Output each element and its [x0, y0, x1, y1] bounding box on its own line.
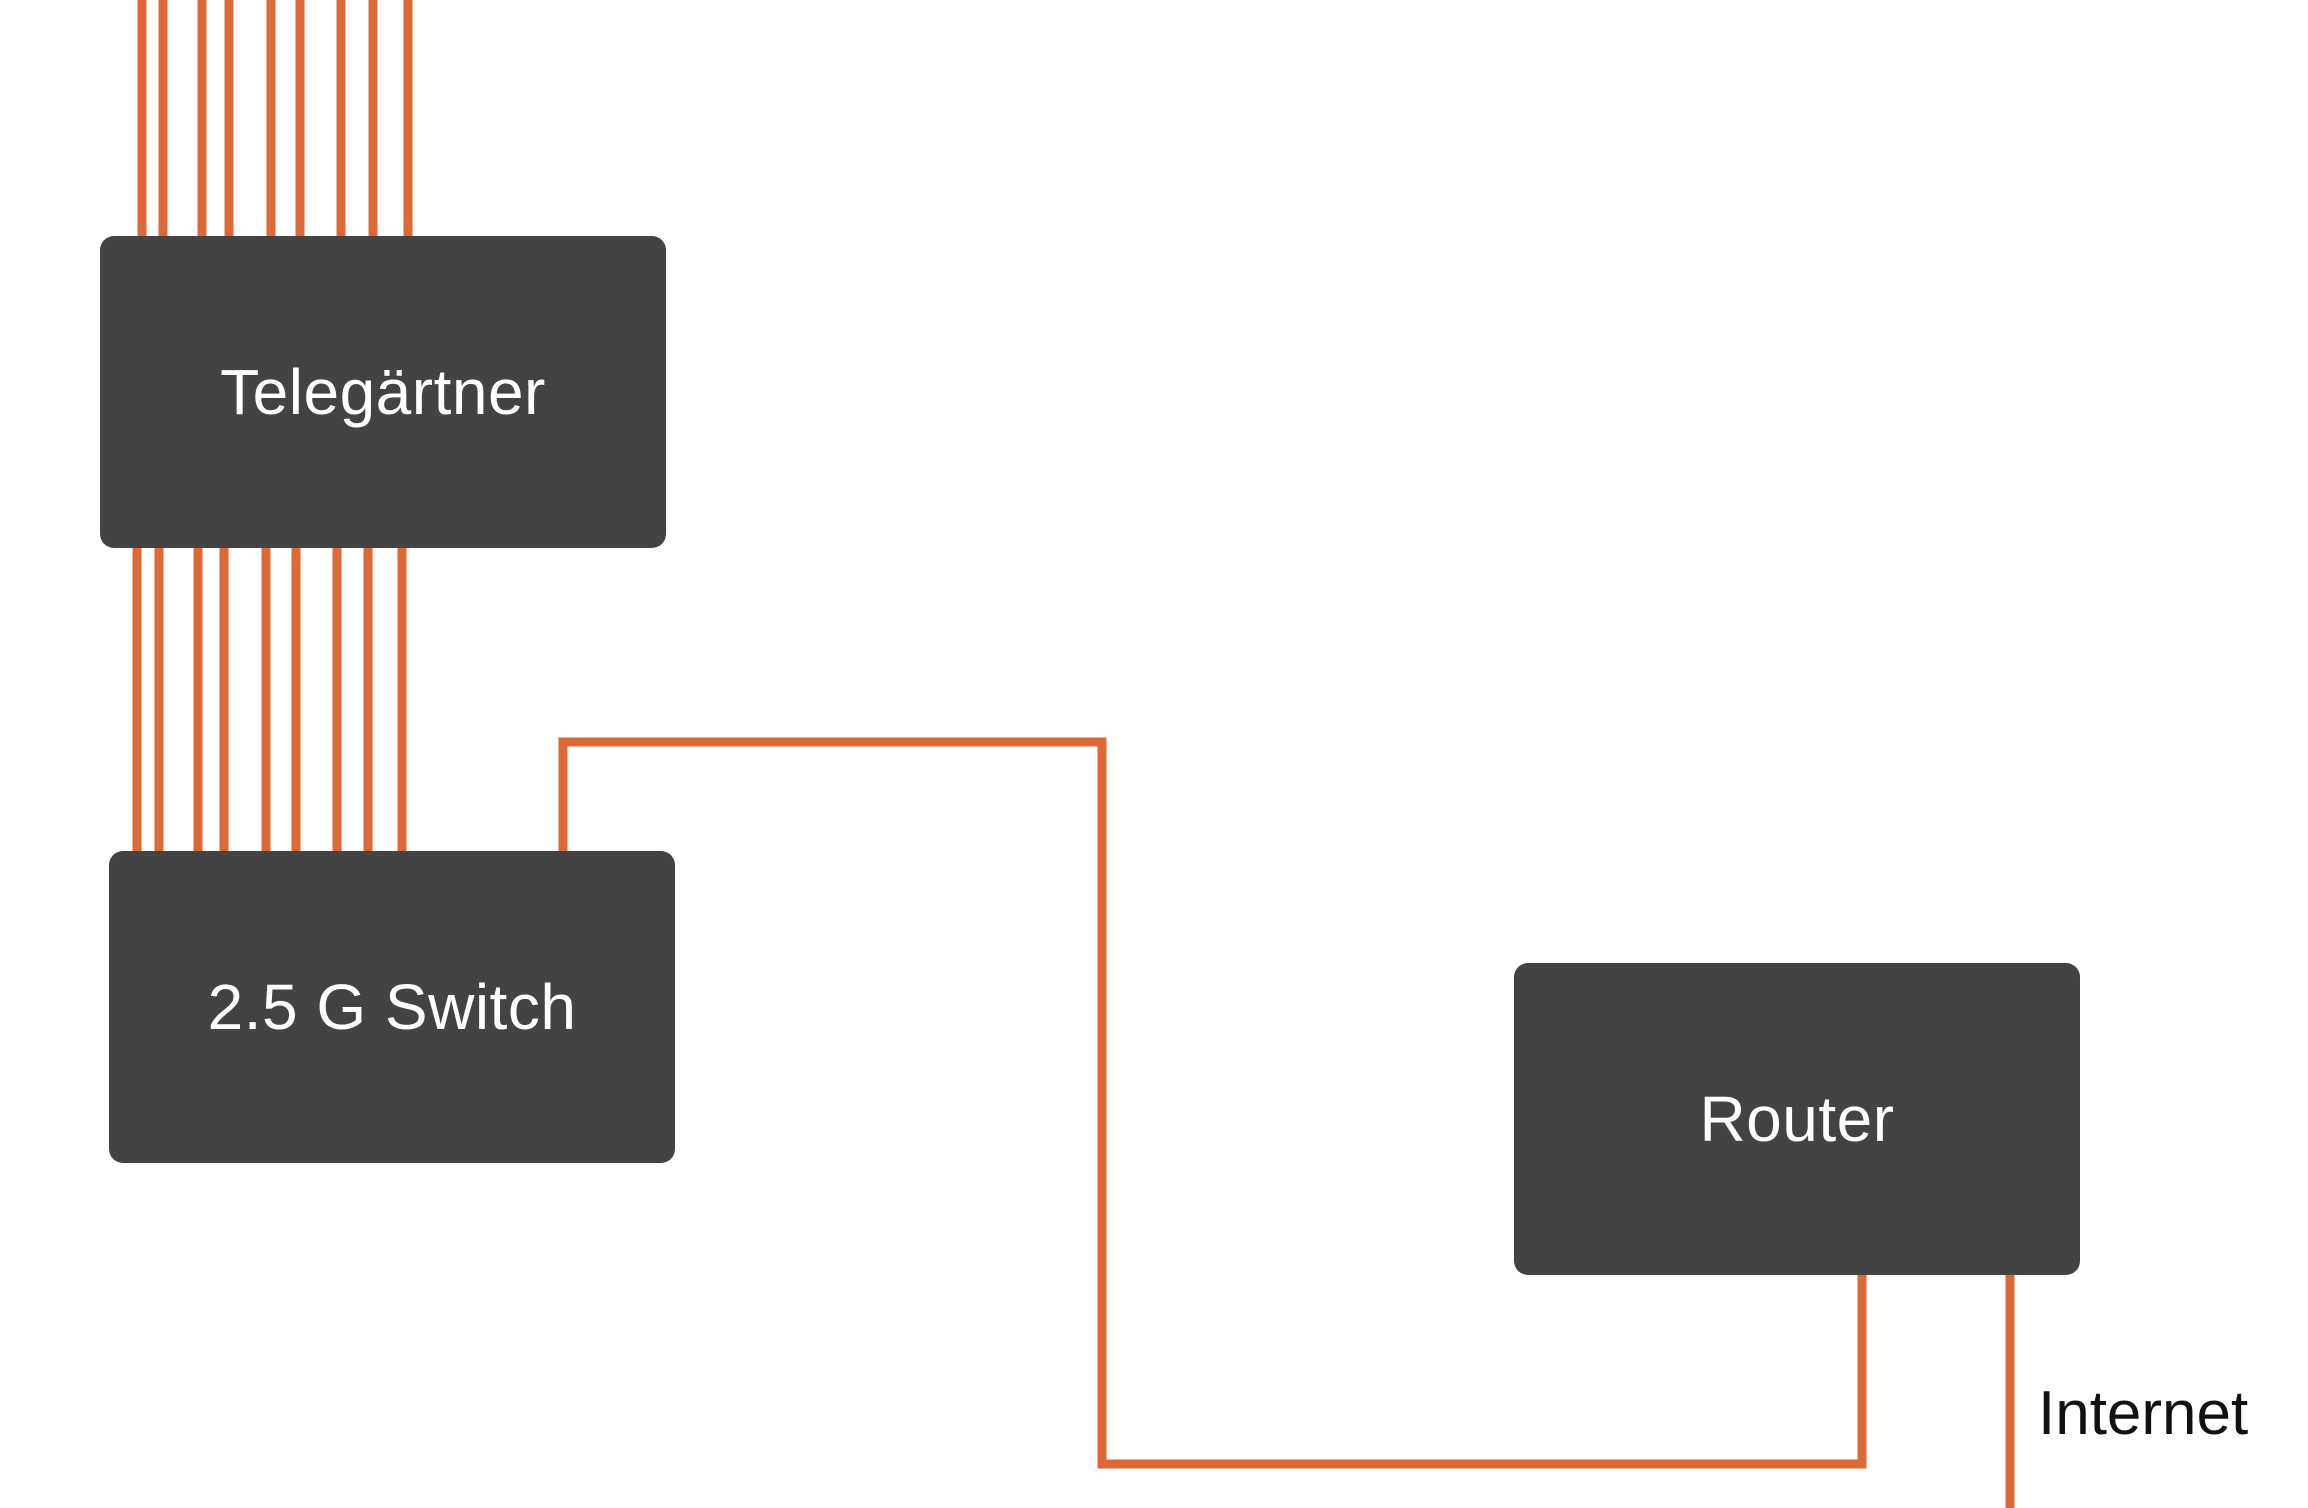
telegaertner-label: Telegärtner	[220, 356, 546, 428]
switch-label: 2.5 G Switch	[207, 971, 577, 1043]
internet-label: Internet	[2038, 1379, 2249, 1448]
switch-2-5g: 2.5 G Switch	[109, 851, 675, 1163]
router-label: Router	[1699, 1083, 1895, 1155]
switch-to-router-cable	[558, 737, 1867, 1469]
telegaertner-patch-panel: Telegärtner	[100, 236, 666, 548]
router: Router	[1514, 963, 2080, 1275]
